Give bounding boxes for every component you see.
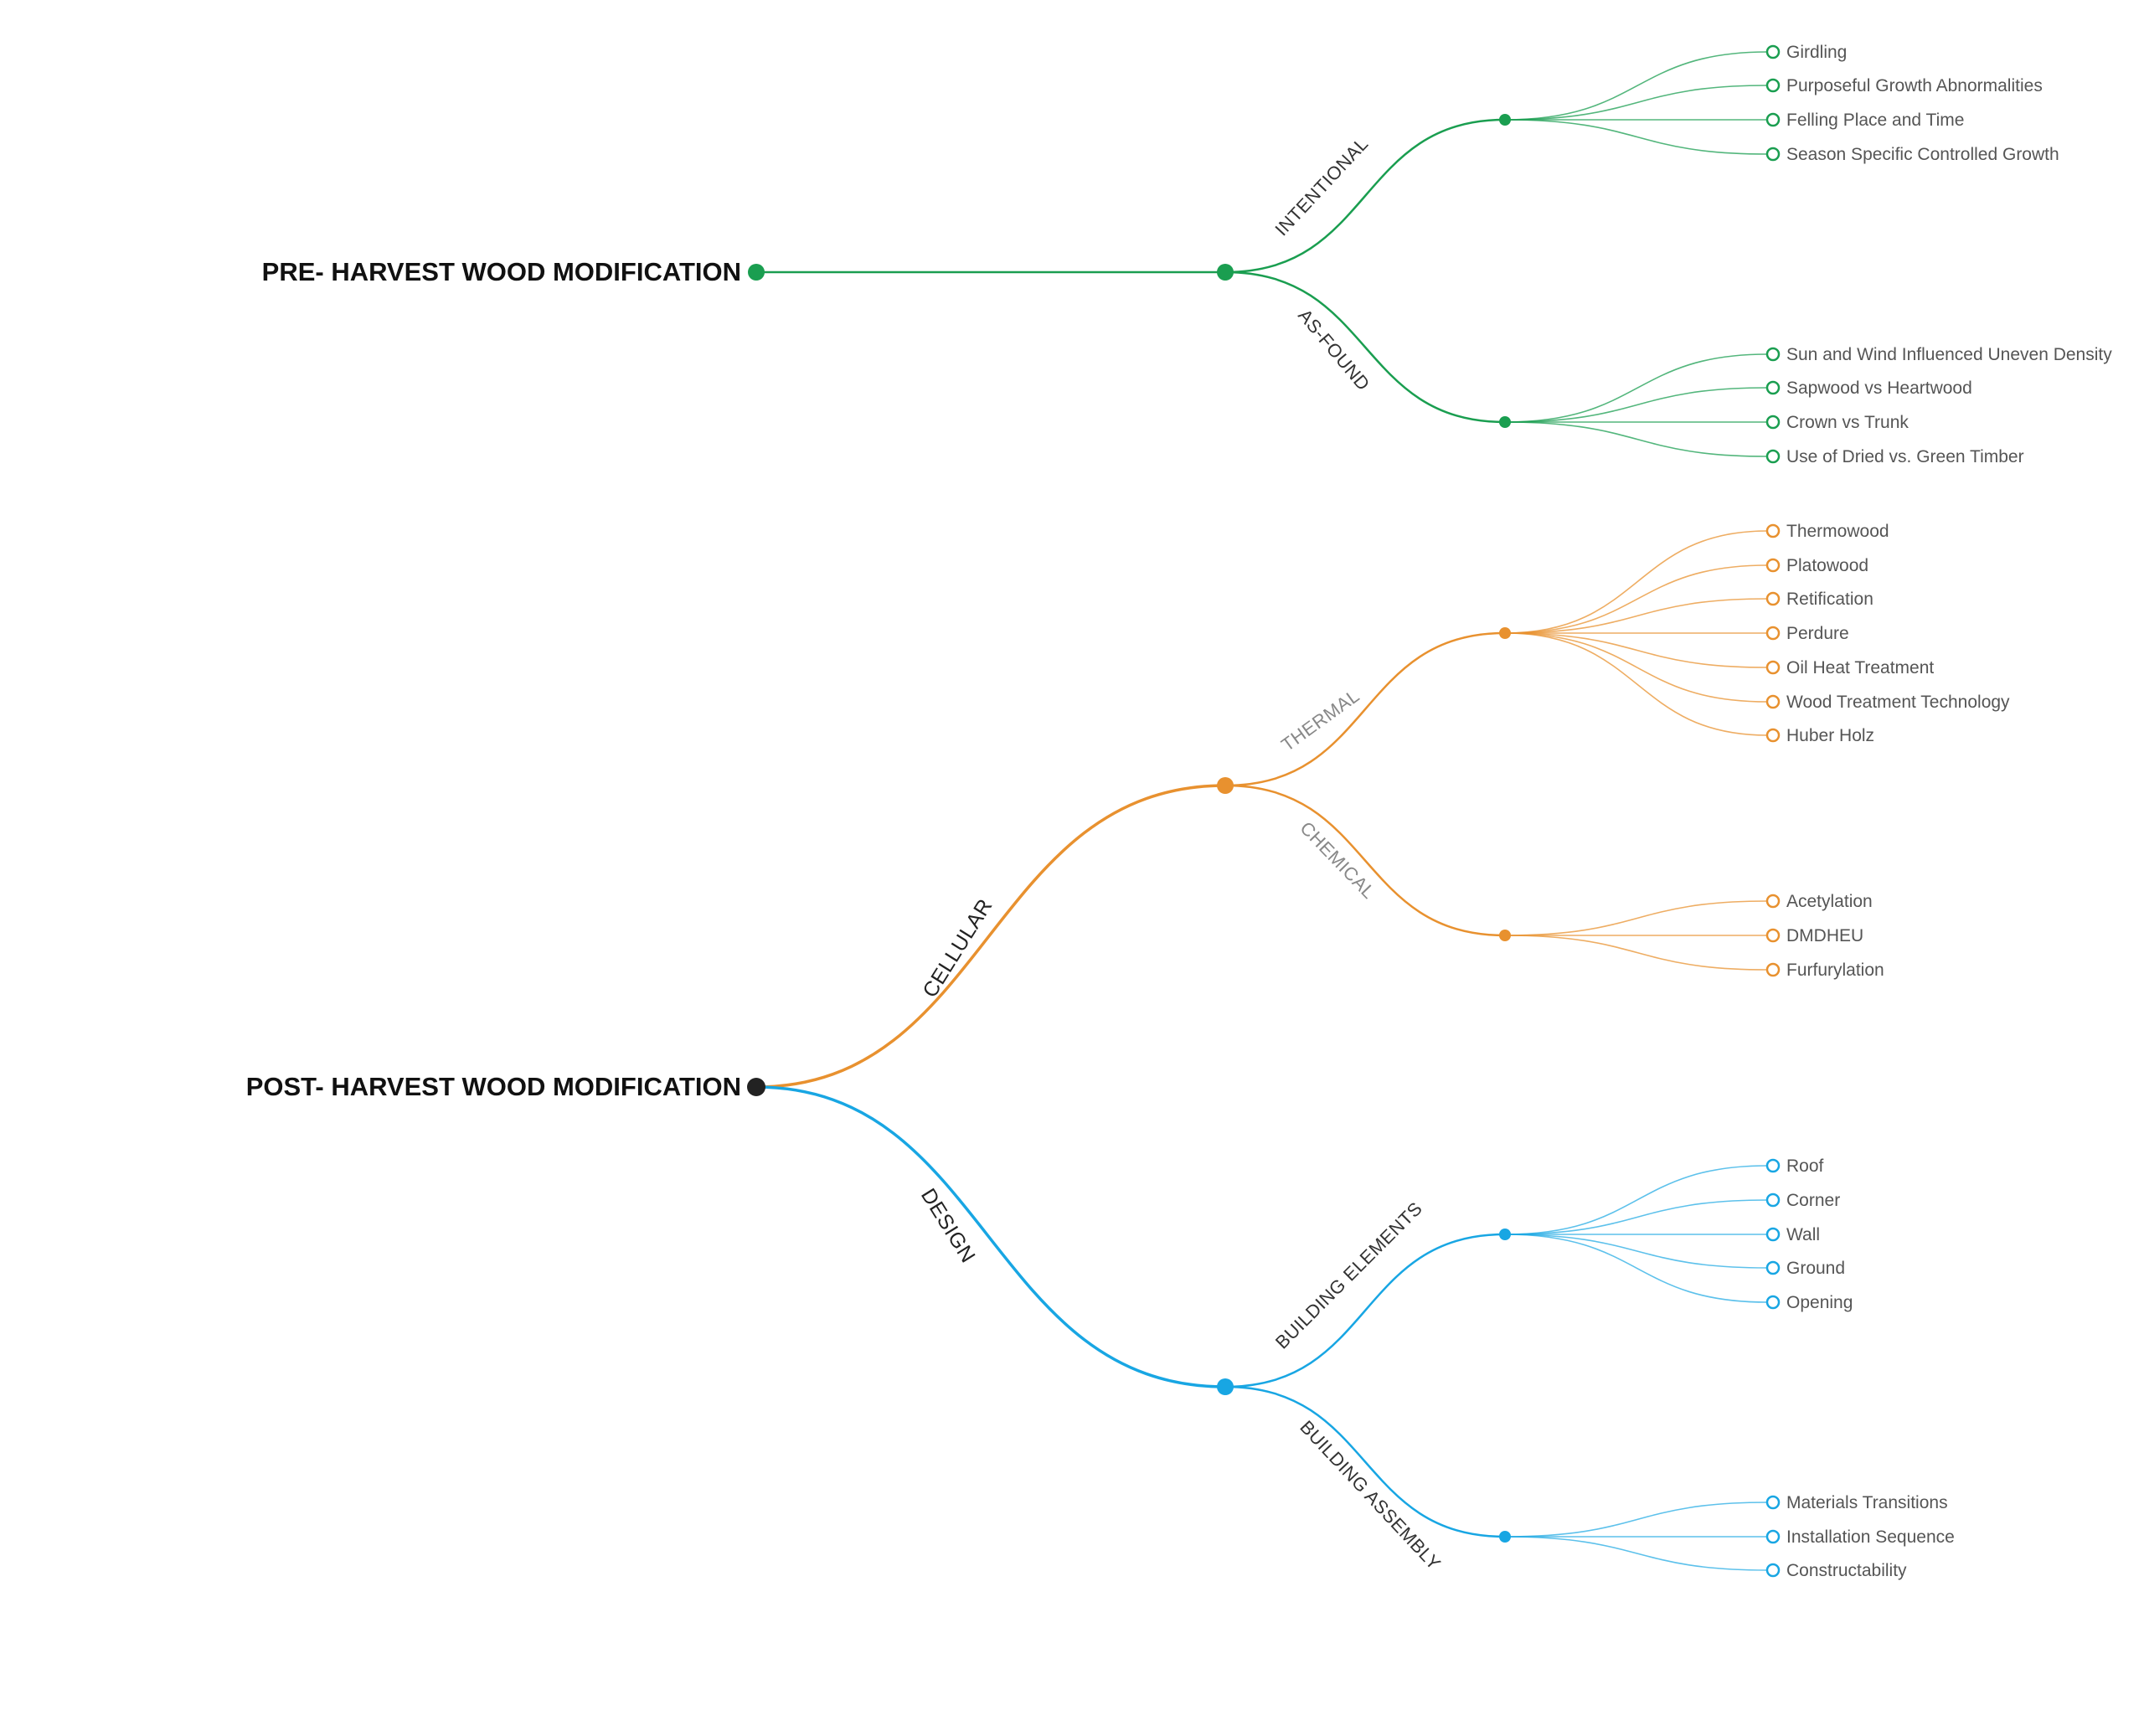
connector-pre-intentional [1224, 118, 1506, 274]
leaf-node [1765, 1529, 1781, 1544]
branch-label-building-assembly: BUILDING ASSEMBLY [1296, 1416, 1445, 1574]
leaf-nodes-design [1765, 1158, 1781, 1578]
leaf-node [1765, 347, 1781, 362]
leaf-node [1765, 1295, 1781, 1310]
leaf-node [1765, 962, 1781, 977]
hub-node-pre-harvest [1217, 264, 1234, 281]
leaf-label: Felling Place and Time [1786, 111, 1964, 130]
branch-label-intentional: INTENTIONAL [1270, 133, 1372, 240]
leaf-label: Corner [1786, 1191, 1840, 1210]
leaf-label: Platowood [1786, 556, 1868, 575]
leaf-node [1765, 1193, 1781, 1208]
root-label-pre-harvest: PRE- HARVEST WOOD MODIFICATION [262, 257, 741, 286]
leaf-node [1765, 591, 1781, 606]
leaf-label: Constructability [1786, 1561, 1907, 1580]
leaf-node [1765, 558, 1781, 573]
root-node-pre-harvest [748, 264, 765, 281]
connector-building-elements [1224, 1233, 1506, 1388]
leaf-label: Roof [1786, 1156, 1824, 1176]
leaf-label: Materials Transitions [1786, 1493, 1948, 1512]
root-label-post-harvest: POST- HARVEST WOOD MODIFICATION [246, 1072, 741, 1101]
leaf-nodes-pre-harvest [1765, 44, 1781, 464]
leaf-node [1765, 380, 1781, 395]
leaf-node [1765, 44, 1781, 59]
leaf-label: Opening [1786, 1293, 1853, 1312]
leaf-label: Retification [1786, 590, 1873, 609]
leaf-node [1765, 523, 1781, 538]
leaf-label: Huber Holz [1786, 726, 1874, 745]
leaf-connectors-as-found [1504, 353, 1768, 457]
leaf-connectors-building-assembly [1504, 1502, 1768, 1571]
connector-chemical [1224, 784, 1506, 937]
connector-pre-as-found [1224, 270, 1506, 424]
leaf-label: Crown vs Trunk [1786, 413, 1909, 432]
leaf-label: Thermowood [1786, 522, 1889, 541]
leaf-label: Wood Treatment Technology [1786, 693, 2010, 712]
leaf-node [1765, 928, 1781, 943]
leaf-connectors-chemical [1504, 900, 1768, 971]
pre-harvest-tree: PRE- HARVEST WOOD MODIFICATION INTENTION… [262, 43, 2113, 466]
connector-post-design [755, 1085, 1226, 1388]
leaf-node [1765, 1158, 1781, 1173]
hub-node-cellular [1217, 777, 1234, 794]
branch-label-thermal: THERMAL [1277, 685, 1363, 755]
sub-node-as-found [1499, 416, 1511, 428]
connector-thermal [1224, 631, 1506, 787]
leaf-label: Girdling [1786, 43, 1847, 62]
leaf-label: Use of Dried vs. Green Timber [1786, 447, 2024, 466]
leaf-node [1765, 728, 1781, 743]
connector-post-cellular [755, 784, 1226, 1089]
sub-node-chemical [1499, 930, 1511, 941]
leaf-node [1765, 1495, 1781, 1510]
hub-node-design [1217, 1378, 1234, 1395]
leaf-node [1765, 1227, 1781, 1242]
connector-building-assembly [1224, 1385, 1506, 1538]
leaf-node [1765, 694, 1781, 709]
leaf-node [1765, 78, 1781, 93]
sub-node-intentional [1499, 114, 1511, 126]
leaf-node [1765, 112, 1781, 127]
leaf-nodes-cellular [1765, 523, 1781, 977]
leaf-label: Furfurylation [1786, 961, 1884, 980]
leaf-node [1765, 1260, 1781, 1275]
leaf-label: Acetylation [1786, 892, 1873, 911]
branch-label-as-found: AS-FOUND [1294, 305, 1374, 394]
sub-node-thermal [1499, 627, 1511, 639]
sub-node-building-assembly [1499, 1531, 1511, 1543]
leaf-node [1765, 660, 1781, 675]
group-label-design: DESIGN [916, 1184, 980, 1267]
leaf-connectors-intentional [1504, 51, 1768, 155]
post-harvest-tree: POST- HARVEST WOOD MODIFICATION CELLULAR… [246, 522, 2010, 1580]
sub-node-building-elements [1499, 1229, 1511, 1240]
leaf-label: Wall [1786, 1225, 1820, 1244]
leaf-label: Perdure [1786, 624, 1849, 643]
leaf-node [1765, 626, 1781, 641]
leaf-label: Oil Heat Treatment [1786, 658, 1934, 677]
leaf-label: Purposeful Growth Abnormalities [1786, 76, 2043, 95]
leaf-connectors-building-elements [1504, 1165, 1768, 1303]
group-label-cellular: CELLULAR [918, 894, 997, 1002]
leaf-connectors-thermal [1504, 530, 1768, 736]
leaf-label: Season Specific Controlled Growth [1786, 145, 2059, 164]
leaf-node [1765, 147, 1781, 162]
leaf-label: Ground [1786, 1259, 1845, 1278]
leaf-node [1765, 415, 1781, 430]
leaf-node [1765, 894, 1781, 909]
leaf-label: DMDHEU [1786, 926, 1863, 945]
leaf-label: Sapwood vs Heartwood [1786, 379, 1972, 398]
leaf-node [1765, 449, 1781, 464]
leaf-label: Installation Sequence [1786, 1527, 1955, 1547]
root-node-post-harvest [747, 1078, 765, 1096]
leaf-label: Sun and Wind Influenced Uneven Density [1786, 345, 2112, 364]
leaf-node [1765, 1563, 1781, 1578]
